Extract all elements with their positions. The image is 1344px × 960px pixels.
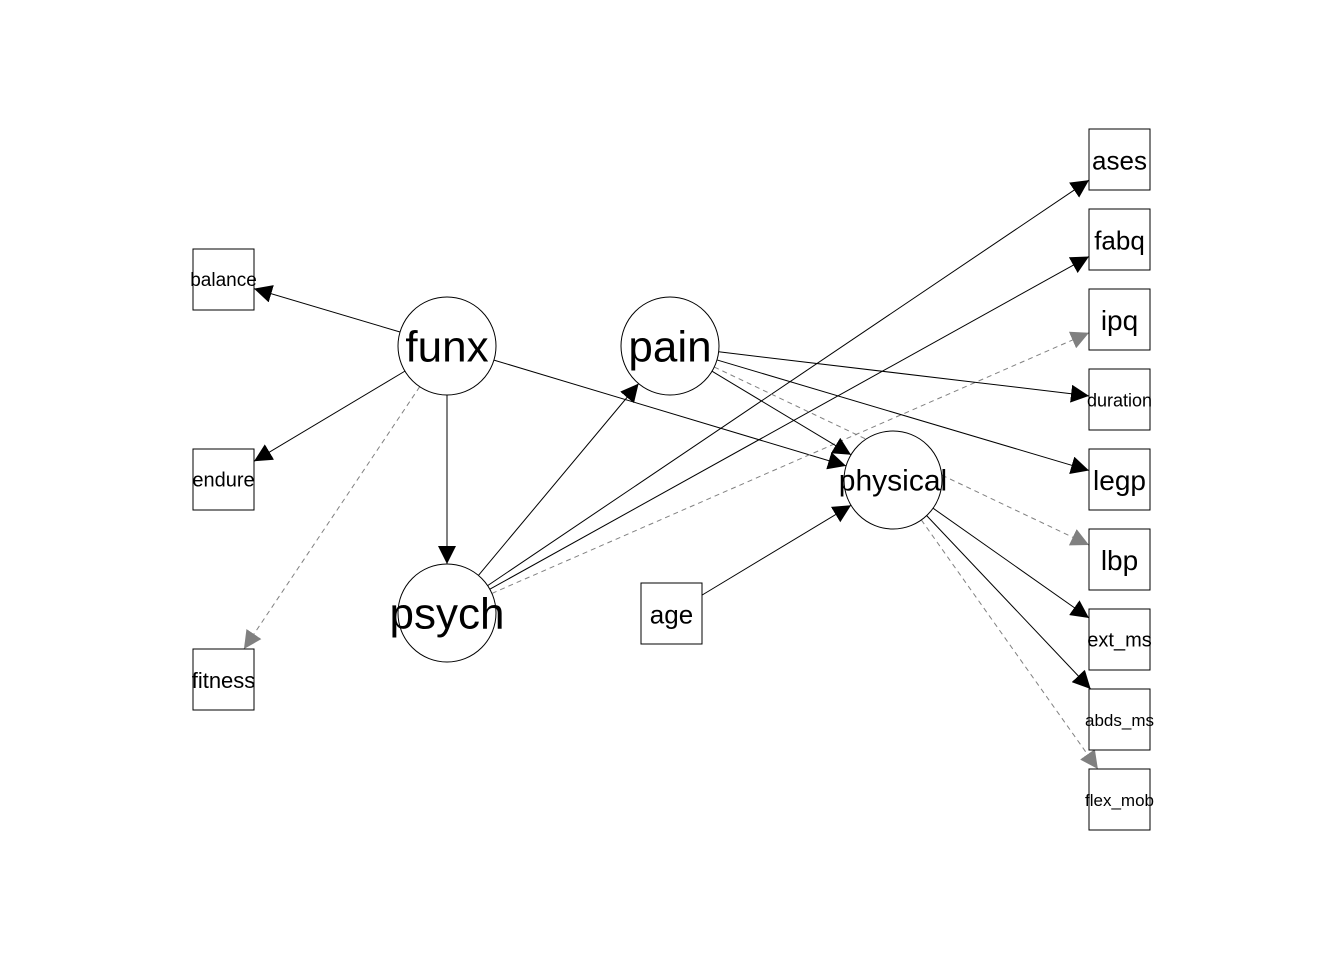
- node-label: lbp: [1101, 545, 1138, 576]
- node-pain: pain: [620, 296, 720, 396]
- observed-box: [640, 582, 703, 645]
- node-label: duration: [1087, 391, 1152, 411]
- observed-box: [1088, 688, 1151, 751]
- node-label: flex_mob: [1085, 791, 1154, 810]
- observed-box: [1088, 768, 1151, 831]
- observed-box: [1088, 448, 1151, 511]
- latent-circle: [397, 563, 497, 663]
- node-balance: balance: [190, 248, 257, 311]
- edge-funx-to-fitness: [243, 386, 421, 650]
- observed-box: [1088, 368, 1151, 431]
- observed-box: [192, 648, 255, 711]
- node-label: physical: [839, 465, 947, 498]
- node-label: legp: [1093, 465, 1146, 496]
- node-label: pain: [628, 323, 711, 372]
- edge-funx-to-endure: [253, 370, 406, 462]
- edge-funx-to-balance: [253, 285, 401, 333]
- observed-box: [1088, 608, 1151, 671]
- node-flex_mob: flex_mob: [1085, 768, 1154, 831]
- observed-box: [192, 248, 255, 311]
- node-ipq: ipq: [1088, 288, 1151, 351]
- node-label: abds_ms: [1085, 711, 1154, 730]
- node-label: fitness: [192, 668, 256, 693]
- edge-psych-to-ases: [487, 179, 1090, 587]
- edge-age-to-physical: [701, 504, 852, 596]
- edge-physical-to-flex_mob: [920, 519, 1099, 770]
- observed-box: [1088, 288, 1151, 351]
- node-label: age: [650, 600, 693, 630]
- observed-box: [1088, 528, 1151, 591]
- edge-physical-to-abds_ms: [926, 515, 1092, 690]
- latent-circle: [843, 430, 943, 530]
- nodes-layer: funx pain psych physical balance endure fitnes…: [190, 128, 1154, 831]
- edge-funx-to-physical: [493, 359, 847, 470]
- observed-box: [192, 448, 255, 511]
- edge-pain-to-legp: [716, 359, 1090, 474]
- node-fitness: fitness: [192, 648, 256, 711]
- node-label: balance: [190, 270, 257, 291]
- node-abds_ms: abds_ms: [1085, 688, 1154, 751]
- node-ases: ases: [1088, 128, 1151, 191]
- node-duration: duration: [1087, 368, 1152, 431]
- node-lbp: lbp: [1088, 528, 1151, 591]
- edge-psych-to-ipq: [491, 331, 1090, 594]
- node-age: age: [640, 582, 703, 645]
- latent-circle: [620, 296, 720, 396]
- node-ext_ms: ext_ms: [1087, 608, 1152, 671]
- latent-circle: [397, 296, 497, 396]
- node-label: endure: [192, 470, 254, 492]
- node-psych: psych: [390, 563, 505, 663]
- observed-box: [1088, 208, 1151, 271]
- node-label: psych: [390, 590, 505, 639]
- node-label: ipq: [1101, 305, 1138, 336]
- edge-physical-to-ext_ms: [932, 507, 1090, 619]
- edge-psych-to-fabq: [489, 256, 1090, 590]
- node-label: funx: [405, 323, 488, 372]
- node-funx: funx: [397, 296, 497, 396]
- edge-pain-to-physical: [711, 370, 852, 456]
- observed-box: [1088, 128, 1151, 191]
- edge-psych-to-pain: [478, 383, 639, 576]
- node-physical: physical: [839, 430, 947, 530]
- edge-pain-to-duration: [718, 351, 1090, 403]
- node-label: ext_ms: [1087, 630, 1151, 652]
- node-label: ases: [1092, 146, 1147, 176]
- edges-layer: [243, 179, 1099, 770]
- node-fabq: fabq: [1088, 208, 1151, 271]
- node-legp: legp: [1088, 448, 1151, 511]
- node-label: fabq: [1094, 226, 1145, 256]
- node-endure: endure: [192, 448, 255, 511]
